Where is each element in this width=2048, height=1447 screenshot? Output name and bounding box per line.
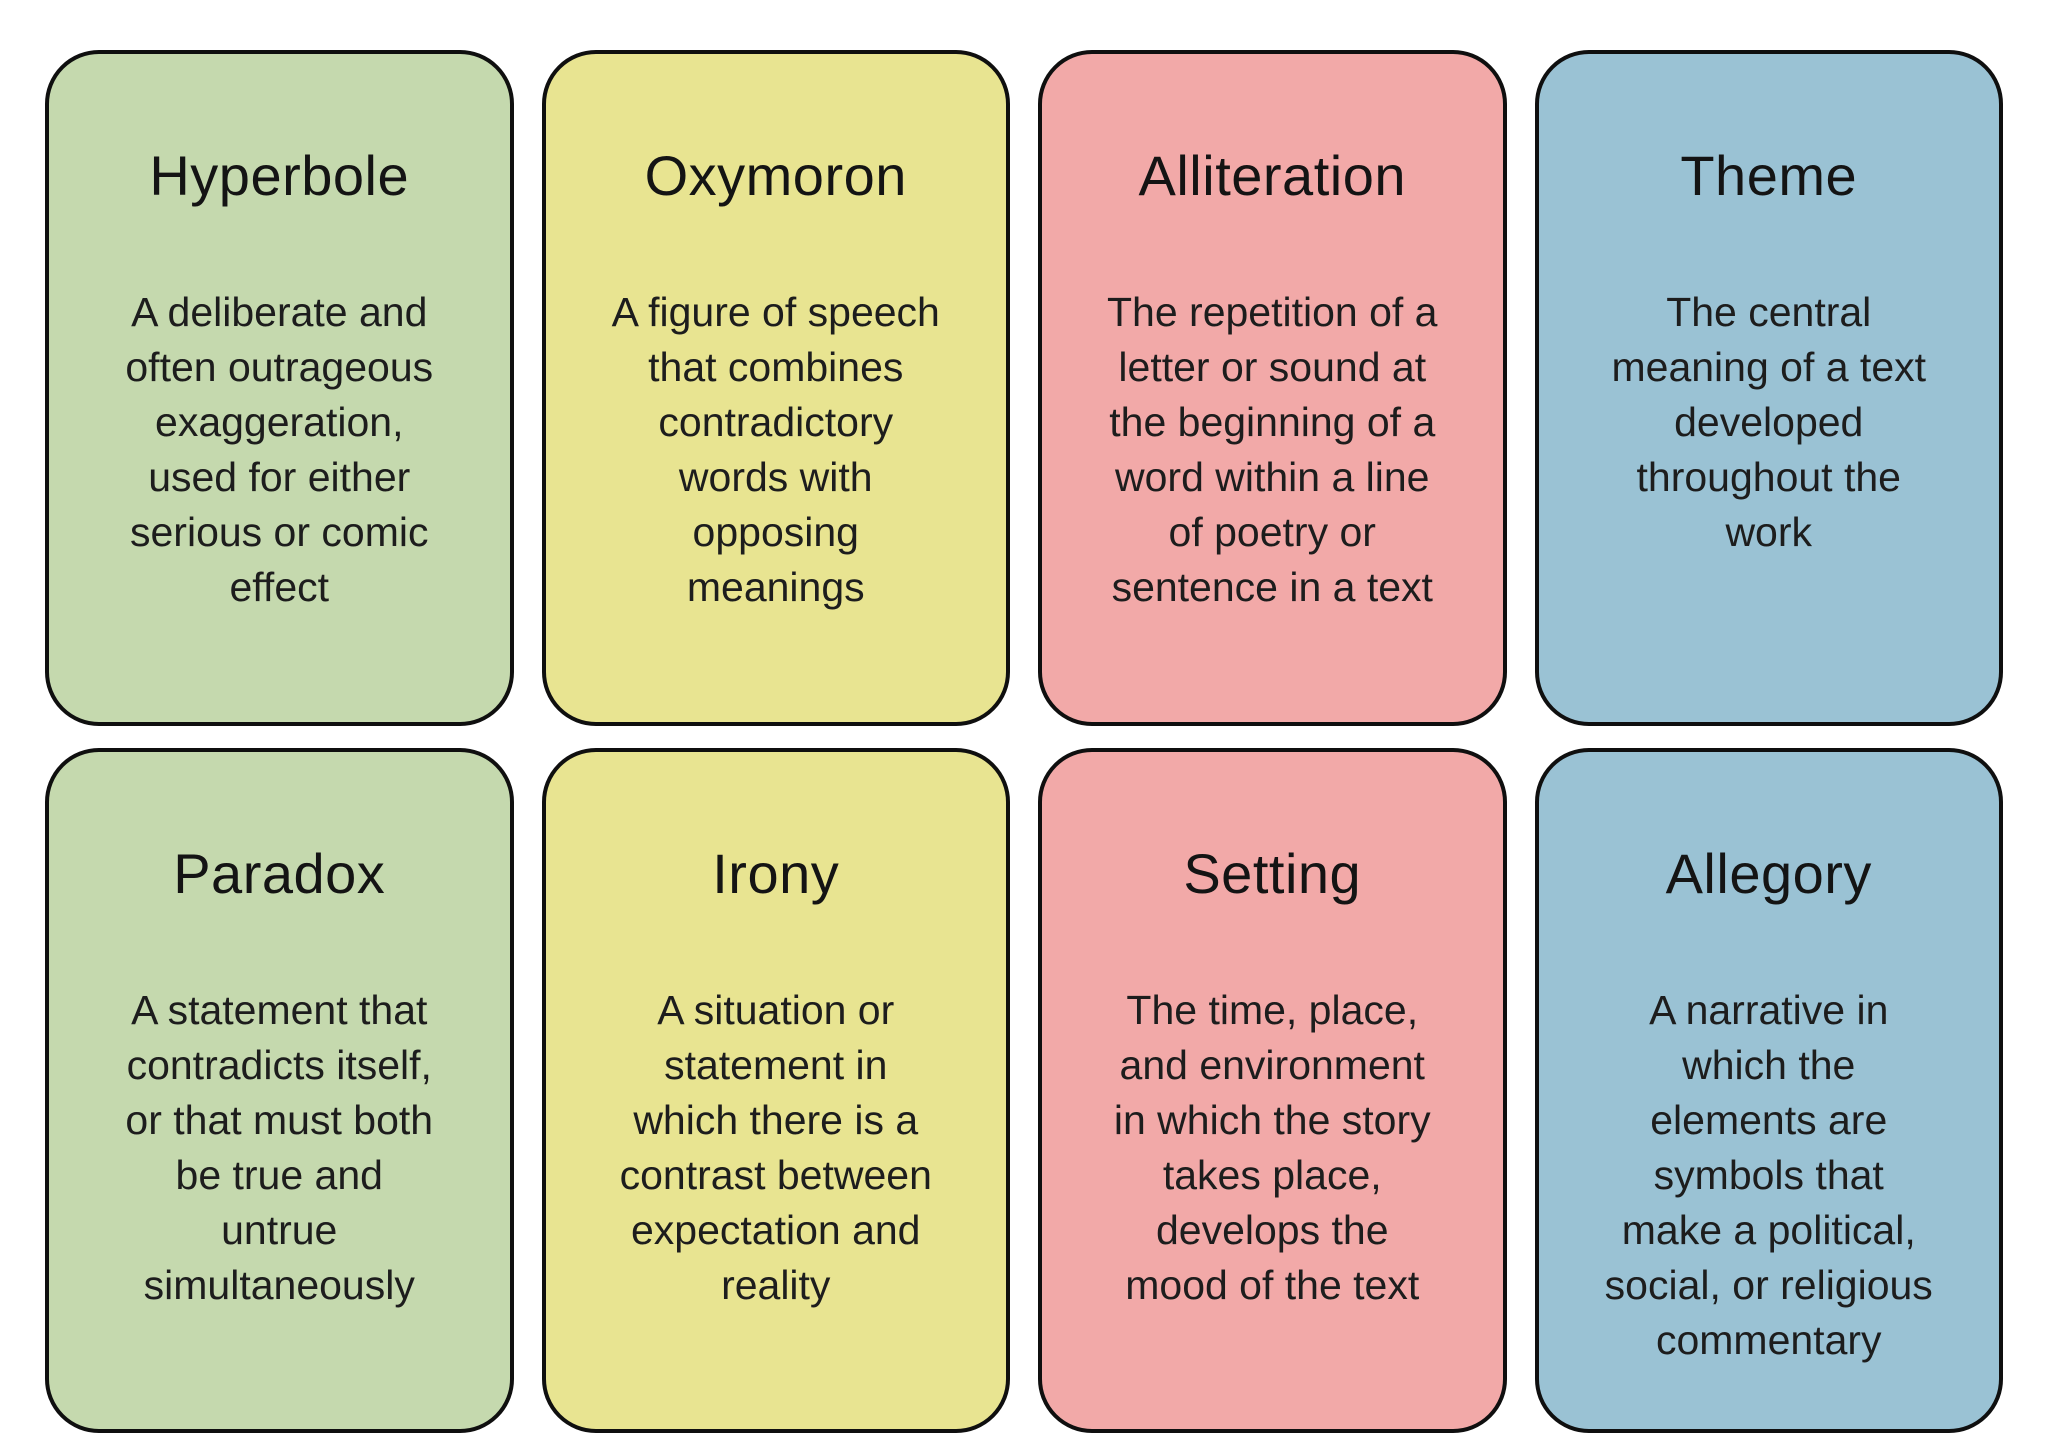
term-title: Irony [712, 842, 840, 905]
term-title: Alliteration [1138, 144, 1406, 207]
flashcard-theme: Theme The central meaning of a text deve… [1534, 50, 2003, 726]
term-title: Setting [1183, 842, 1362, 905]
term-definition: A narrative in which the elements are sy… [1604, 987, 1933, 1363]
flashcard-alliteration: Alliteration The repetition of a letter … [1038, 50, 1507, 726]
term-definition: The repetition of a letter or sound at t… [1107, 289, 1438, 610]
term-definition: The central meaning of a text developed … [1611, 289, 1927, 555]
term-definition: A deliberate and often outrageous exagge… [125, 289, 434, 610]
term-definition: A figure of speech that combines contrad… [611, 289, 940, 610]
flashcard-oxymoron: Oxymoron A figure of speech that combine… [541, 50, 1010, 726]
flashcard-hyperbole: Hyperbole A deliberate and often outrage… [45, 50, 514, 726]
term-title: Allegory [1665, 842, 1872, 905]
term-title: Oxymoron [644, 144, 907, 207]
term-title: Paradox [173, 842, 386, 905]
term-title: Theme [1680, 144, 1858, 207]
flashcard-paradox: Paradox A statement that contradicts its… [45, 748, 514, 1433]
flashcard-allegory: Allegory A narrative in which the elemen… [1534, 748, 2003, 1433]
flashcard-irony: Irony A situation or statement in which … [541, 748, 1010, 1433]
term-title: Hyperbole [149, 144, 410, 207]
term-definition: The time, place, and environment in whic… [1113, 987, 1431, 1308]
term-definition: A statement that contradicts itself, or … [125, 987, 434, 1308]
flashcard-setting: Setting The time, place, and environment… [1038, 748, 1507, 1433]
term-definition: A situation or statement in which there … [619, 987, 932, 1308]
